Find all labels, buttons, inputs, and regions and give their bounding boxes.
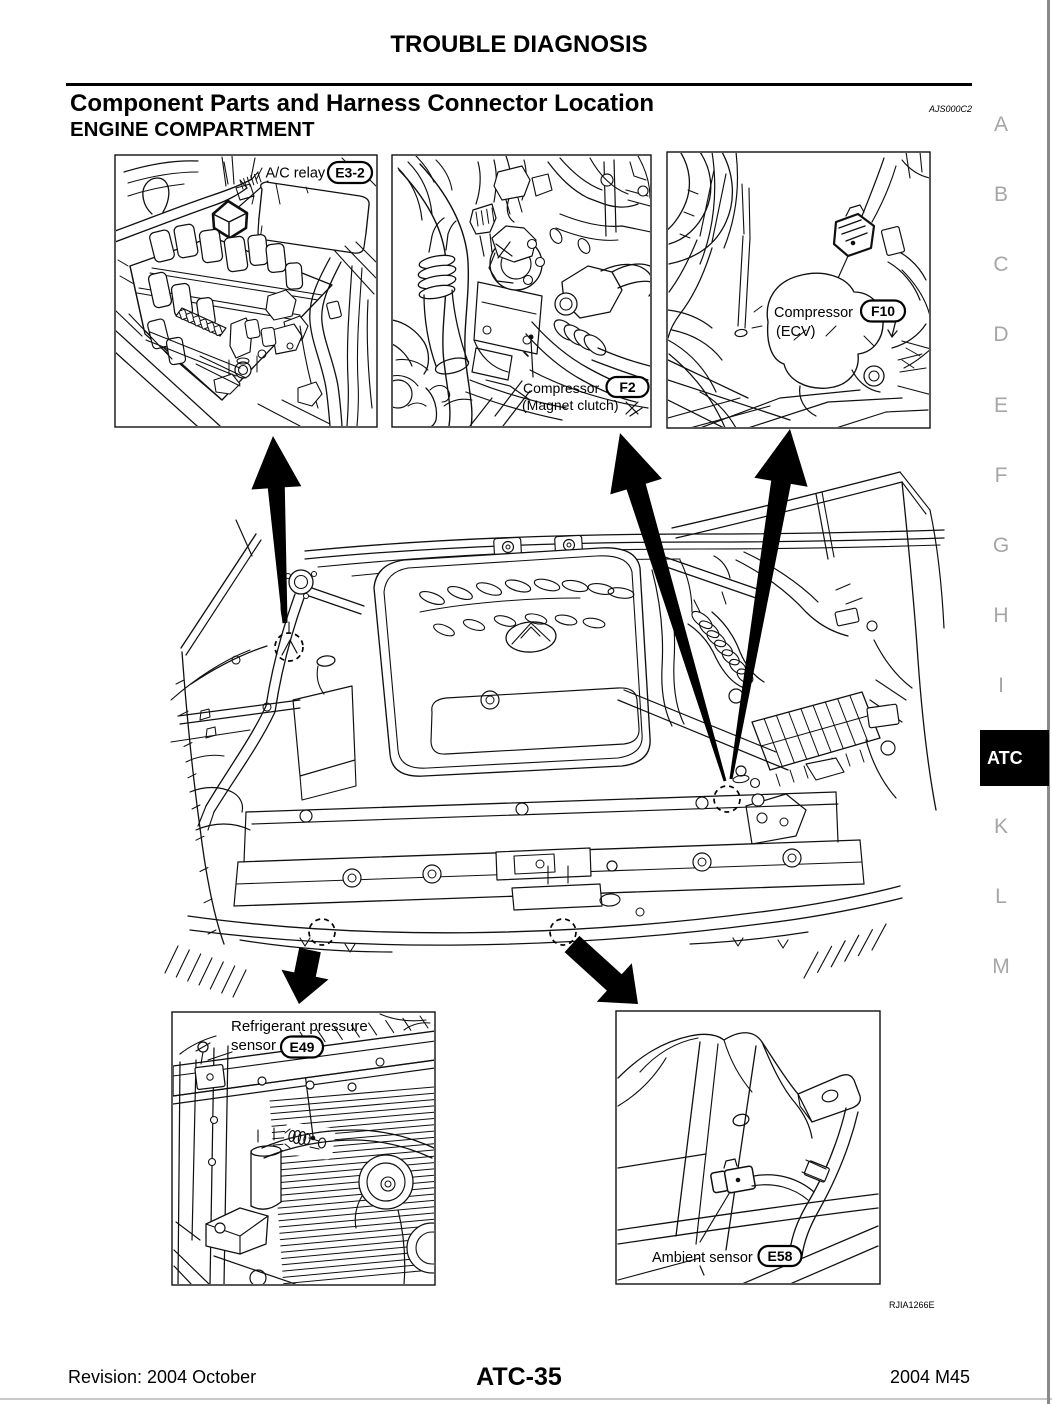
svg-text:E49: E49 xyxy=(290,1039,315,1055)
svg-text:F2: F2 xyxy=(619,379,636,395)
svg-text:A/C relay: A/C relay xyxy=(266,166,326,182)
svg-text:E58: E58 xyxy=(768,1248,793,1264)
svg-text:Refrigerant pressure: Refrigerant pressure xyxy=(231,1018,368,1035)
svg-text:Compressor: Compressor xyxy=(774,305,853,321)
svg-text:Ambient sensor: Ambient sensor xyxy=(652,1250,753,1266)
svg-text:Compressor: Compressor xyxy=(523,380,600,396)
svg-text:(Magnet clutch): (Magnet clutch) xyxy=(522,397,618,413)
svg-text:F10: F10 xyxy=(871,303,895,319)
svg-text:sensor: sensor xyxy=(231,1037,276,1054)
svg-text:(ECV): (ECV) xyxy=(776,324,815,340)
svg-text:E3-2: E3-2 xyxy=(335,164,365,180)
